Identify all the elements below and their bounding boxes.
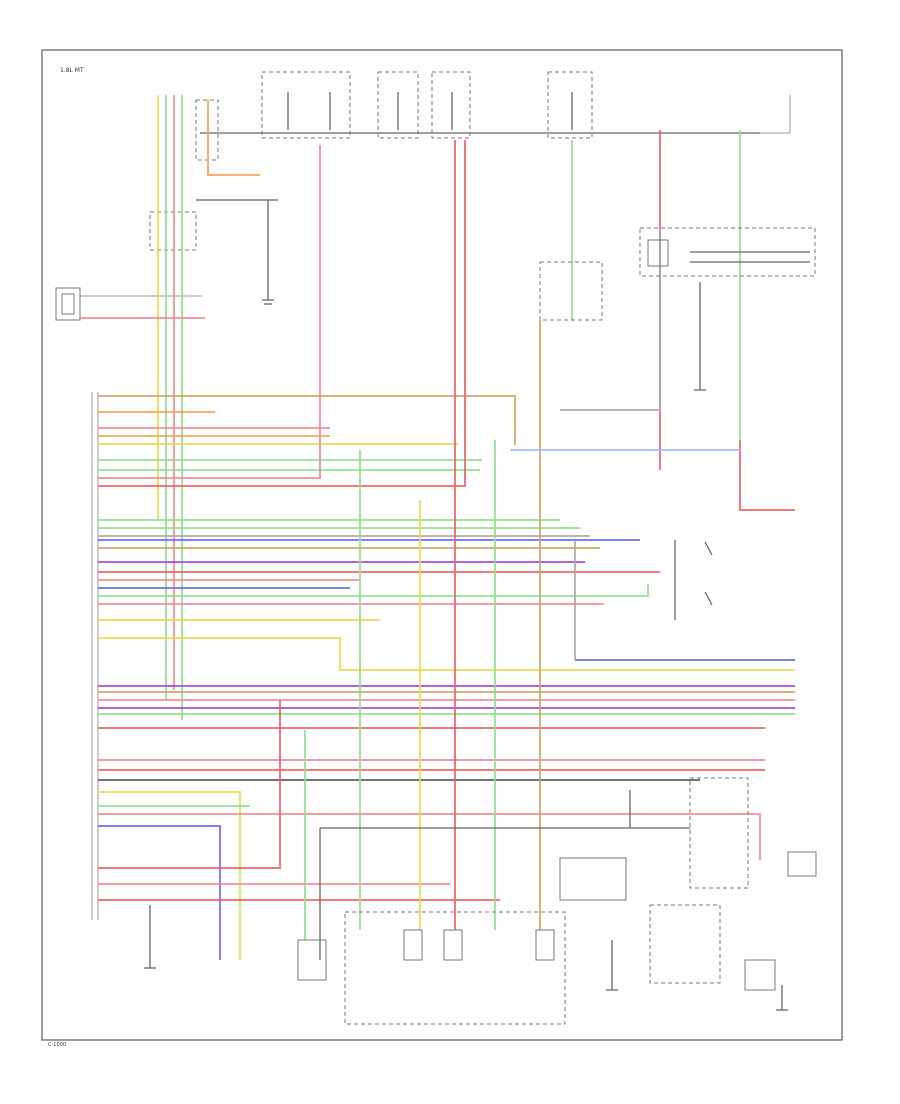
wire-gray xyxy=(560,228,661,411)
wire-pink xyxy=(98,145,321,479)
right-components xyxy=(539,227,817,889)
fuse-block-1 xyxy=(261,71,351,139)
range-switch xyxy=(539,261,603,321)
fuse-block-2 xyxy=(377,71,419,139)
common-ground xyxy=(319,790,690,960)
diagram-footer-code: C-1000 xyxy=(48,1042,66,1048)
wire-green xyxy=(98,584,649,597)
fuse-blocks xyxy=(261,71,593,139)
wire-blue xyxy=(98,825,221,960)
pcm-connector xyxy=(91,392,99,920)
transmission-relay xyxy=(639,227,816,277)
shift-lock-box xyxy=(559,857,627,901)
power-bus xyxy=(200,95,791,134)
output-speed-sensor xyxy=(649,904,721,984)
fuse-block-3 xyxy=(431,71,471,139)
wire-harness xyxy=(80,95,795,960)
wire-red xyxy=(98,140,466,487)
fuse-block-4 xyxy=(547,71,593,139)
solenoid-frame xyxy=(344,911,566,1025)
wire-yellow xyxy=(98,791,241,960)
solenoid-pack xyxy=(144,857,788,1025)
wire-tan xyxy=(98,395,516,445)
diagram-frame xyxy=(41,49,843,1041)
diagram-corner-label: 1.8L MT xyxy=(60,67,84,74)
vss-sensor xyxy=(297,939,327,981)
main-relay xyxy=(149,99,278,305)
sensor-box xyxy=(55,287,202,321)
wire-orange xyxy=(207,100,260,176)
wire-yellow xyxy=(98,637,795,671)
wire-red xyxy=(739,440,795,511)
speed-sensor-box xyxy=(689,777,749,889)
wire-red xyxy=(98,700,281,869)
wire-pink xyxy=(98,813,761,860)
